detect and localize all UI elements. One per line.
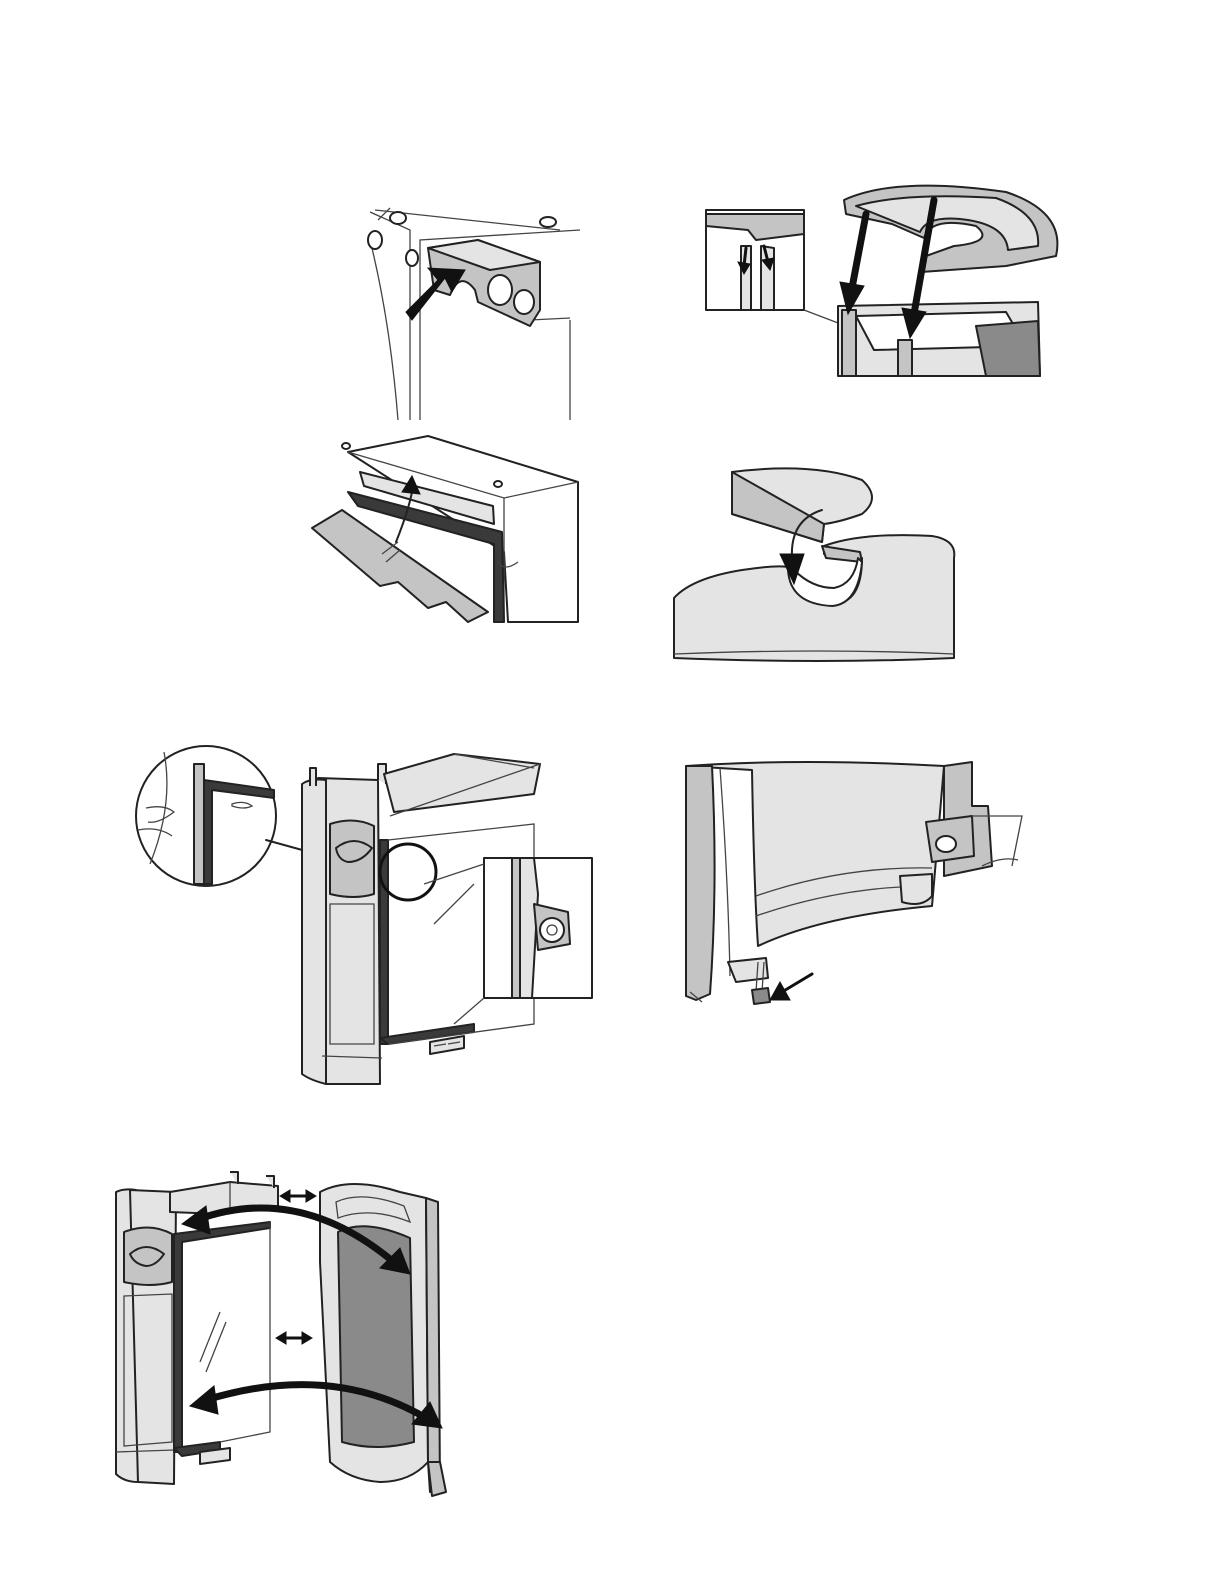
figure-side-panel-swing xyxy=(110,1162,455,1497)
side-panel-swing-icon xyxy=(110,1162,455,1497)
bracket-with-arrow-icon xyxy=(350,200,600,425)
figure-baffle-insert xyxy=(308,432,583,627)
figure-leveling-foot xyxy=(682,756,1027,1016)
top-plate-drop-icon xyxy=(706,186,1066,376)
figure-top-plate-fit xyxy=(706,186,1066,376)
figure-side-panel-hinge xyxy=(134,744,594,1089)
figure-bracket-mount xyxy=(350,200,600,425)
top-cover-insert-icon xyxy=(672,458,957,663)
baffle-plate-insert-icon xyxy=(308,432,583,627)
figure-top-cover-insert xyxy=(672,458,957,663)
side-panel-hinge-icon xyxy=(134,744,594,1089)
leveling-foot-icon xyxy=(682,756,1027,1016)
